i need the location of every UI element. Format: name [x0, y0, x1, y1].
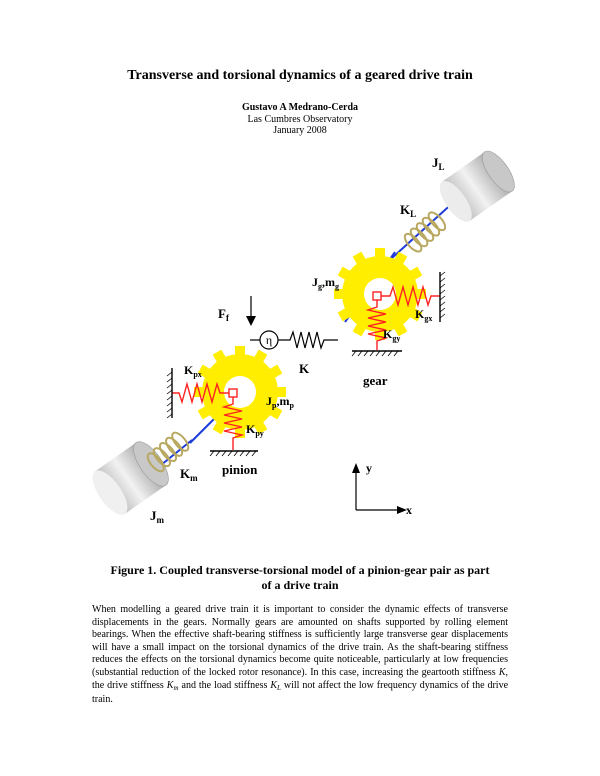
caption-line-1: Figure 1. Coupled transverse-torsional m…	[110, 563, 490, 577]
pinion-wall-hatch	[166, 371, 173, 419]
label-kpy: Kpy	[246, 422, 264, 438]
label-kpx: Kpx	[184, 363, 202, 379]
symbol-kl: K	[270, 679, 278, 691]
paper-date: January 2008	[273, 125, 327, 136]
mesh-spring-k	[278, 329, 338, 351]
author-name: Gustavo A Medrano-Cerda	[241, 102, 359, 113]
force-arrow-head	[246, 316, 256, 326]
body-text-part-4: will not affect the low frequency dynami…	[92, 679, 509, 706]
label-x-axis: x	[406, 503, 412, 517]
symbol-km: K	[166, 679, 174, 691]
gear-wall-hatch	[439, 271, 446, 319]
load-inertia-cylinder	[439, 150, 515, 222]
label-jl: JL	[432, 155, 445, 172]
gear-ground-hatch	[351, 350, 399, 357]
label-pinion: pinion	[222, 462, 258, 477]
label-jm: Jm	[150, 508, 165, 525]
motor-coil-spring	[146, 431, 190, 473]
body-paragraph: When modelling a geared drive train it i…	[92, 604, 508, 707]
gear-spring-kgy	[365, 300, 389, 350]
author-affiliation: Las Cumbres Observatory	[247, 114, 353, 125]
label-kl: KL	[400, 202, 416, 219]
gear-wheel	[334, 248, 426, 340]
symbol-kl-sub: L	[277, 683, 281, 692]
label-km: Km	[180, 466, 198, 483]
pinion-wheel	[194, 346, 286, 438]
y-axis-arrow	[352, 463, 360, 473]
label-kgy: Kgy	[383, 327, 400, 343]
pinion-ground-hatch	[209, 450, 257, 457]
caption-line-2: of a drive train	[261, 578, 339, 592]
pinion-spring-kpx	[172, 381, 229, 405]
coupled-model-figure: JL KL Jg,mg Kgx Kgy Ff η K gear Kpx Jp,m…	[92, 150, 515, 525]
label-jp-mp: Jp,mp	[266, 394, 294, 410]
body-text-part-3: and the load stiffness	[181, 679, 268, 691]
label-k-mesh: K	[299, 361, 310, 376]
figure-caption: Figure 1. Coupled transverse-torsional m…	[90, 563, 510, 593]
x-axis-arrow	[397, 506, 407, 514]
symbol-k: K	[498, 666, 506, 678]
label-eta: η	[266, 333, 272, 347]
body-text-part-1: When modelling a geared drive train it i…	[92, 604, 508, 678]
label-jg-mg: Jg,mg	[312, 275, 339, 291]
paper-title: Transverse and torsional dynamics of a g…	[127, 68, 473, 83]
pinion-spring-kpy	[221, 397, 245, 450]
load-coil-spring	[403, 211, 447, 253]
label-ff: Ff	[218, 306, 230, 323]
label-kgx: Kgx	[415, 307, 432, 323]
label-gear: gear	[363, 373, 388, 388]
label-y-axis: y	[366, 461, 372, 475]
gear-spring-kgx	[381, 284, 440, 308]
symbol-km-sub: m	[173, 683, 179, 692]
body-text-part-2: , the drive stiffness	[92, 666, 509, 691]
